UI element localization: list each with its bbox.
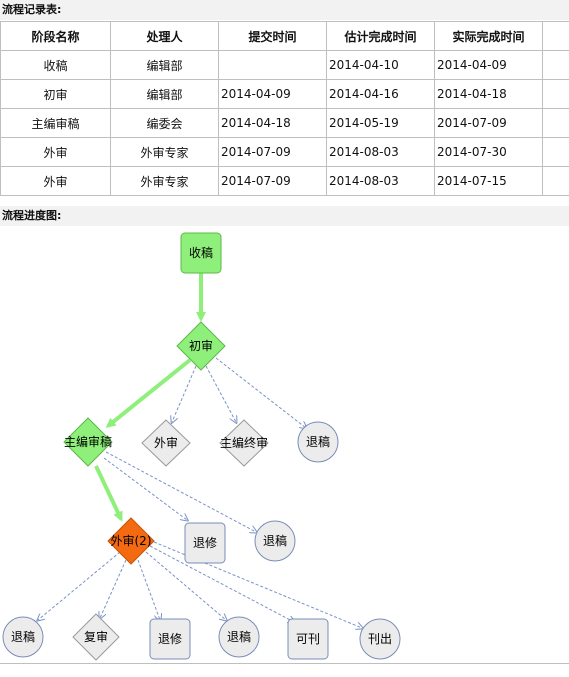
table-cell: 2014-07-09 [434,108,543,138]
node-chushen[interactable]: 初审 [176,321,226,371]
table-cell: 2014-07-09 [218,137,327,167]
active-arrows [94,273,206,522]
table-cell [542,108,569,138]
table-cell: 2014-04-18 [434,79,543,109]
node-tuigao-c-label: 退稿 [11,629,35,644]
arrow-chushen-waishen [172,365,197,422]
header-extra [542,21,569,51]
table-cell: 外审专家 [110,137,219,167]
node-kekan-label: 可刊 [296,632,320,646]
node-waishen2[interactable]: 外审(2) [107,517,155,565]
arrow-zhubian-waishen2 [94,465,123,522]
table-cell [542,137,569,167]
table-cell: 2014-07-15 [434,166,543,196]
node-zhubian-zhongshen[interactable]: 主编终审 [219,419,269,467]
node-shougao[interactable]: 收稿 [180,232,222,274]
node-tuigao-b-label: 退稿 [263,533,287,548]
node-tuigao-d-label: 退稿 [227,629,251,644]
record-section-title: 流程记录表: [0,0,569,20]
table-cell: 编辑部 [110,79,219,109]
option-arrows [38,357,362,628]
arrow-waishen2-tuigao [38,551,121,620]
arrow-zhubian-tuigao [105,451,256,532]
table-cell: 2014-04-18 [218,108,327,138]
node-waishen-label: 外审 [154,435,178,450]
arrow-chushen-tuigao [215,357,306,428]
table-cell [218,50,327,80]
header-actual-time: 实际完成时间 [434,21,543,51]
bottom-divider [0,663,569,664]
node-zhubian-label: 主编审稿 [64,434,112,449]
header-estimated-time: 估计完成时间 [326,21,435,51]
table-cell: 2014-05-19 [326,108,435,138]
table-cell [542,50,569,80]
node-tuixiu-a[interactable]: 退修 [184,522,226,564]
node-kanchu-label: 刊出 [368,632,392,646]
flow-nodes: 收稿 初审 主编审稿 外审 主编终审 退稿 退修 [2,232,401,661]
arrow-zhubian-tuixiu [103,457,187,520]
node-shougao-label: 收稿 [189,245,213,260]
node-fushen-label: 复审 [84,629,108,644]
table-cell: 外审专家 [110,166,219,196]
node-zhubian[interactable]: 主编审稿 [63,417,113,467]
arrow-chushen-zhubian [105,358,192,428]
node-kanchu[interactable]: 刊出 [359,618,401,660]
arrow-chushen-zhubian-zhongshen [205,365,236,422]
header-handler: 处理人 [110,21,219,51]
header-submit-time: 提交时间 [218,21,327,51]
node-tuixiu-b-label: 退修 [158,631,182,646]
table-cell: 2014-07-30 [434,137,543,167]
table-cell: 外审 [0,137,111,167]
node-tuigao-a-label: 退稿 [306,434,330,449]
arrow-waishen2-kekan [149,545,294,622]
arrow-waishen2-fushen [100,559,127,618]
table-cell: 收稿 [0,50,111,80]
node-tuigao-d[interactable]: 退稿 [218,616,260,658]
table-cell: 编委会 [110,108,219,138]
node-fushen[interactable]: 复审 [72,613,120,661]
table-cell: 编辑部 [110,50,219,80]
table-cell: 2014-04-16 [326,79,435,109]
node-tuixiu-a-label: 退修 [193,535,217,550]
table-cell: 2014-08-03 [326,166,435,196]
node-chushen-label: 初审 [189,338,213,353]
header-stage: 阶段名称 [0,21,111,51]
table-cell: 外审 [0,166,111,196]
table-cell: 2014-07-09 [218,166,327,196]
table-cell [542,166,569,196]
node-tuigao-b[interactable]: 退稿 [254,520,296,562]
node-tuixiu-b[interactable]: 退修 [149,618,191,660]
table-cell: 初审 [0,79,111,109]
table-cell: 2014-08-03 [326,137,435,167]
table-cell: 主编审稿 [0,108,111,138]
node-tuigao-a[interactable]: 退稿 [297,421,339,463]
table-cell: 2014-04-09 [218,79,327,109]
node-tuigao-c[interactable]: 退稿 [2,616,44,658]
arrow-waishen2-tuigao2 [145,551,226,620]
flow-diagram: 收稿 初审 主编审稿 外审 主编终审 退稿 退修 [2,232,401,661]
flow-section-title: 流程进度图: [0,206,569,226]
arrow-waishen2-tuixiu [137,559,160,620]
node-waishen2-label: 外审(2) [111,533,152,548]
node-waishen[interactable]: 外审 [141,419,191,467]
table-cell: 2014-04-10 [326,50,435,80]
node-kekan[interactable]: 可刊 [287,618,329,660]
table-header-row: 阶段名称 处理人 提交时间 估计完成时间 实际完成时间 [0,21,569,51]
node-zhubian-zhongshen-label: 主编终审 [220,435,268,450]
table-cell [542,79,569,109]
table-cell: 2014-04-09 [434,50,543,80]
